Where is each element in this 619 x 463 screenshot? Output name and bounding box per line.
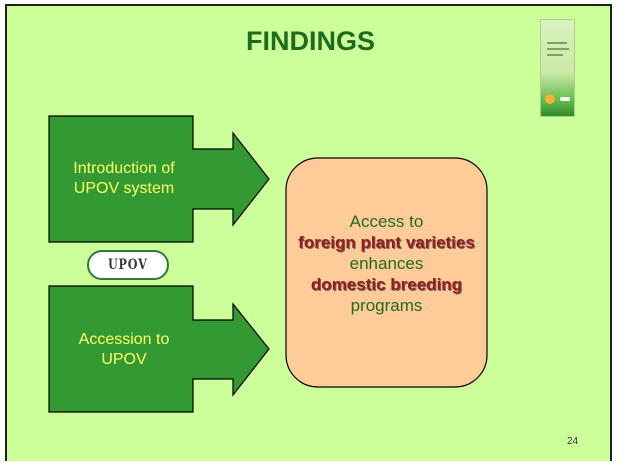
outcome-text: Access to foreign plant varieties enhanc… [286,211,487,316]
slide-title: FINDINGS [245,26,375,56]
input-box-accession [48,285,270,413]
upov-logo-text: UPOV [108,257,148,273]
outcome-box [285,157,488,388]
outcome-line-5: programs [350,296,423,315]
input-text-accession: Accession to UPOV [49,330,199,370]
page-number: 24 [567,436,579,447]
slide: FINDINGS Introduction of UPOV system Acc… [5,4,612,461]
outcome-line-3: enhances [349,254,424,273]
flow-diagram [48,115,488,413]
introduction-line-2: UPOV system [73,180,175,197]
outcome-line-2: foreign plant varieties [298,233,475,252]
accession-line-2: UPOV [101,351,147,368]
input-box-introduction [48,115,270,243]
report-cover-thumbnail [541,20,574,116]
upov-logo: UPOV [87,250,169,280]
outcome-line-4: domestic breeding [310,275,463,294]
outcome-line-1: Access to [349,212,424,231]
introduction-line-1: Introduction of [73,160,175,177]
accession-line-1: Accession to [78,331,170,348]
input-text-introduction: Introduction of UPOV system [49,159,199,199]
